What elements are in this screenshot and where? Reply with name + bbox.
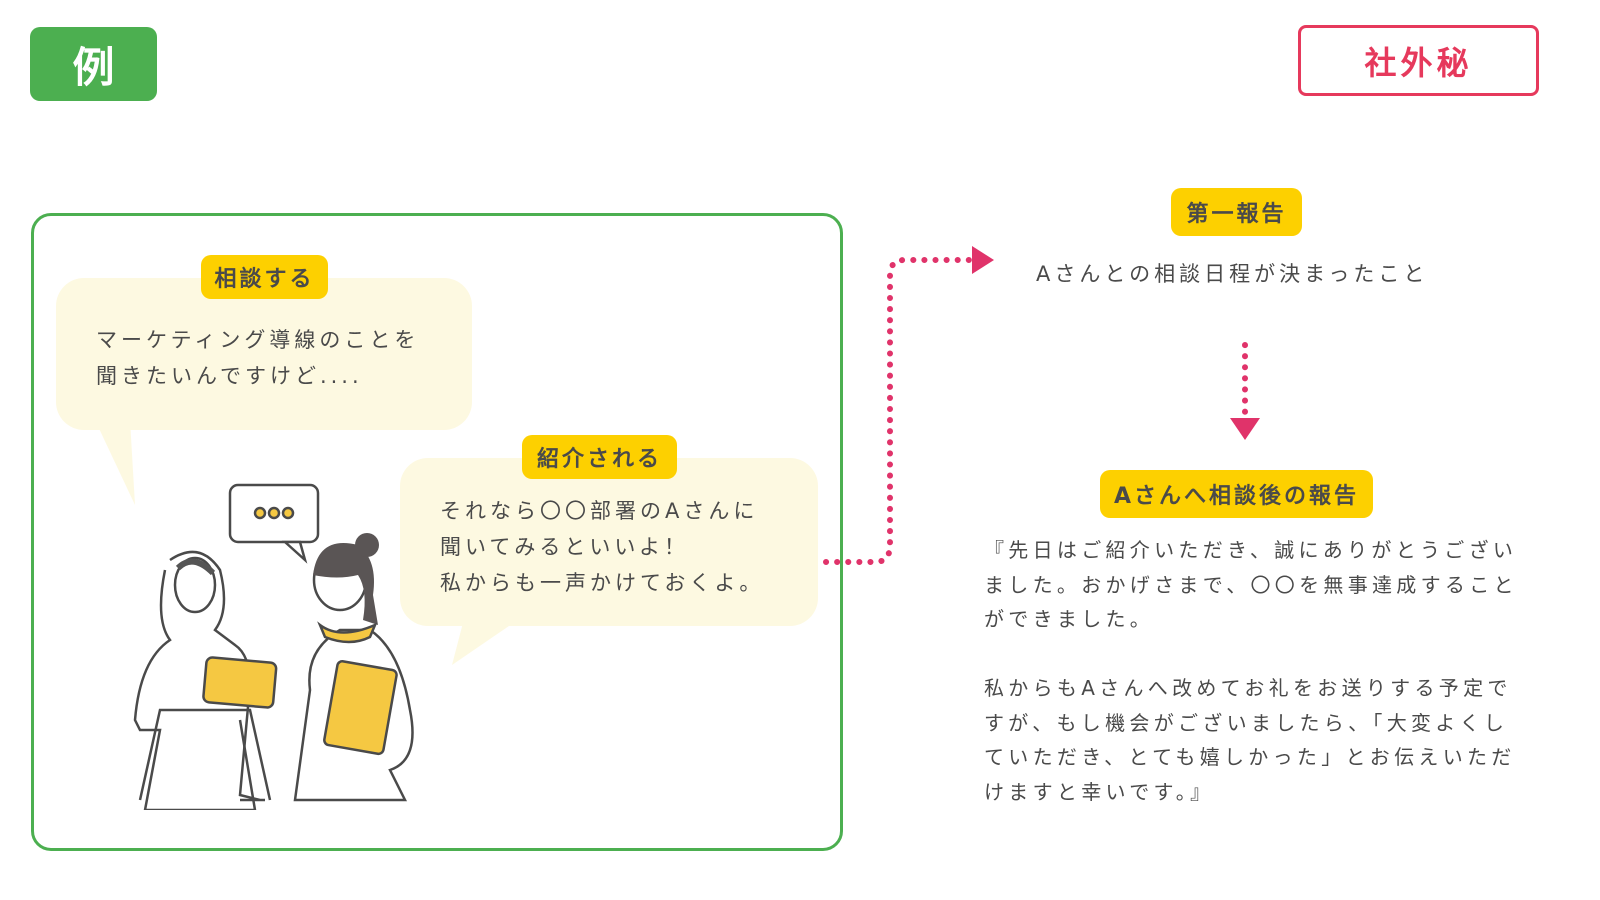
example-frame: [31, 213, 843, 851]
dotted-arrow-down: [1230, 342, 1260, 440]
first-report-text: Aさんとの相談日程が決まったこと: [1036, 262, 1429, 286]
introduced-line: 聞いてみるといいよ！: [440, 535, 689, 559]
consult-tag: 相談する: [201, 255, 328, 299]
bubble-tail-consult: [95, 420, 135, 505]
consult-line: 聞きたいんですけど....: [96, 364, 363, 388]
report-line: [984, 637, 1518, 672]
bubble-tail-introduced: [452, 615, 525, 665]
arrow-head-icon: [972, 246, 994, 274]
speech-bubble-icon: [228, 483, 320, 564]
first-report-tag: 第一報告: [1171, 188, 1302, 236]
arrow-down-icon: [1230, 418, 1260, 440]
report-line: ていただき、とても嬉しかった」とお伝えいただ: [984, 745, 1516, 769]
consult-bubble: [56, 278, 472, 430]
after-report-tag: Aさんへ相談後の報告: [1100, 470, 1373, 518]
after-report-text: 『先日はご紹介いただき、誠にありがとうござい ました。おかげさまで、〇〇を無事達…: [984, 533, 1518, 809]
introduced-tag: 紹介される: [522, 435, 677, 479]
example-badge: 例: [30, 27, 157, 101]
introduced-text: それなら〇〇部署のAさんに 聞いてみるといいよ！ 私からも一声かけておくよ。: [440, 493, 764, 601]
report-line: すが、もし機会がございましたら、「大変よくし: [984, 710, 1509, 735]
report-line: けますと幸いです。』: [984, 779, 1215, 804]
introduced-line: 私からも一声かけておくよ。: [440, 571, 765, 595]
introduced-bubble: [400, 458, 818, 626]
two-women-illustration: [133, 483, 414, 810]
report-line: ました。おかげさまで、〇〇を無事達成すること: [984, 572, 1518, 597]
report-line: ができました。: [984, 607, 1155, 631]
dotted-arrow-to-report: [823, 246, 994, 565]
report-line: 『先日はご紹介いただき、誠にありがとうござい: [984, 538, 1518, 562]
consult-text: マーケティング導線のことを 聞きたいんですけど....: [96, 322, 419, 394]
consult-line: マーケティング導線のことを: [96, 328, 420, 352]
report-line: 私からもAさんへ改めてお礼をお送りする予定で: [984, 676, 1512, 700]
confidential-badge: 社外秘: [1298, 25, 1539, 96]
introduced-line: それなら〇〇部署のAさんに: [440, 499, 759, 523]
